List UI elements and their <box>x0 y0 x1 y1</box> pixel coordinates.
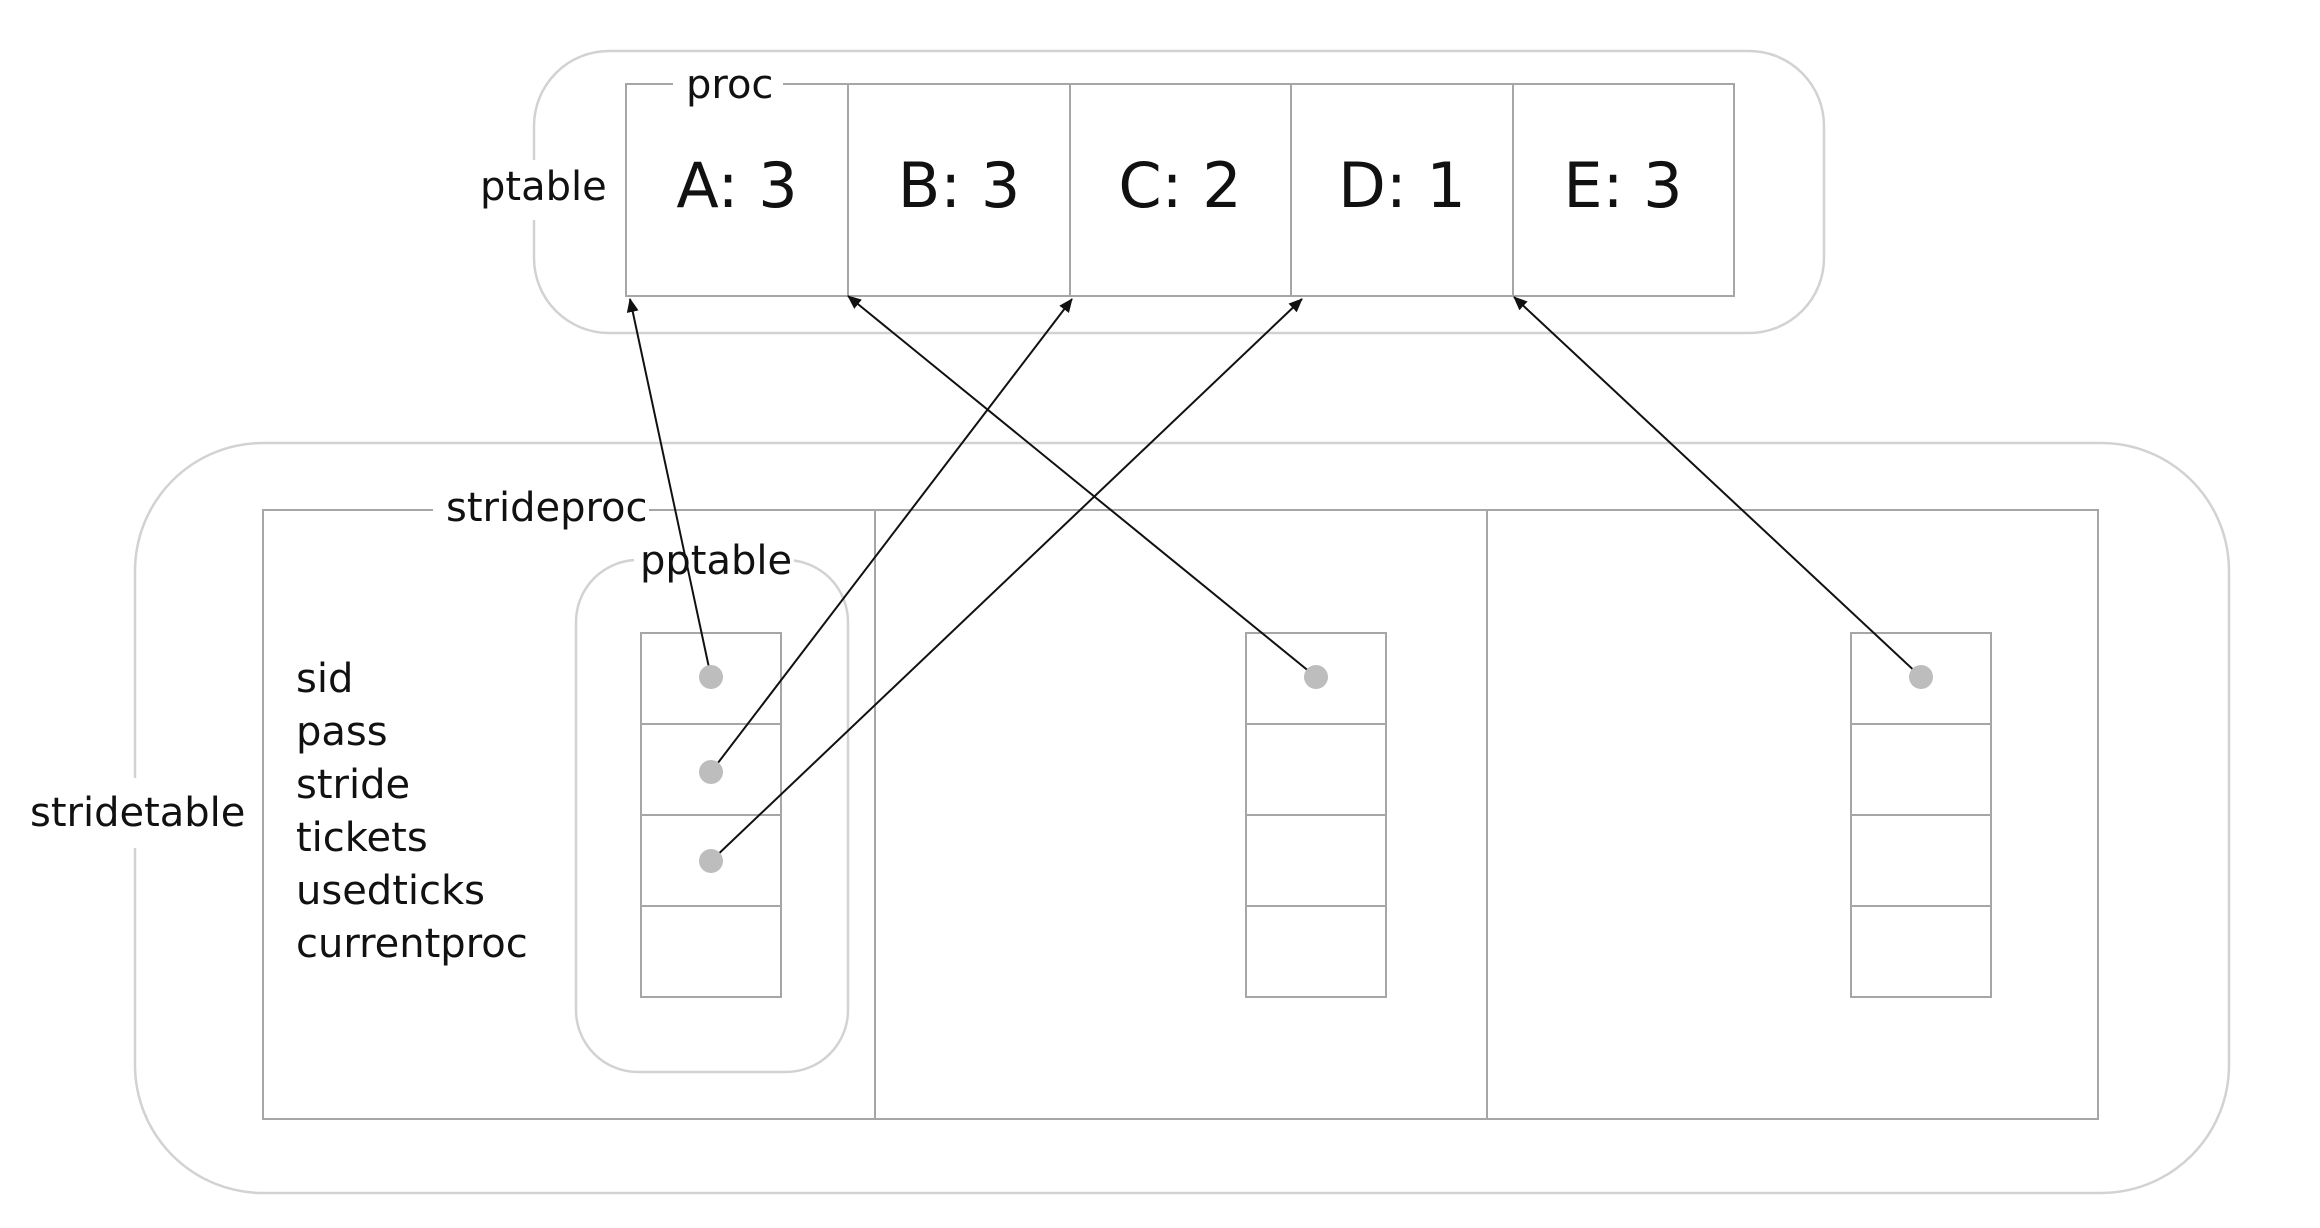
field-usedticks: usedticks <box>296 868 485 914</box>
pointer-dot <box>1909 665 1933 689</box>
pptable-label: pptable <box>640 538 792 584</box>
arrow-to-a <box>626 298 712 678</box>
ptable-container: ptable <box>470 49 1826 335</box>
pointer-dot <box>699 849 723 873</box>
proc-cell-e: E: 3 <box>1563 149 1682 222</box>
arrow-to-d <box>710 298 1303 862</box>
proc-cell-b: B: 3 <box>898 149 1021 222</box>
field-stride: stride <box>296 762 410 808</box>
arrow-to-b <box>847 295 1317 678</box>
pptable-array-3 <box>1850 632 1992 998</box>
proc-array: proc A: 3 B: 3 C: 2 D: 1 E: 3 <box>625 60 1735 297</box>
stridetable-label: stridetable <box>30 790 245 836</box>
pointer-dot <box>699 665 723 689</box>
ptable-label: ptable <box>480 164 607 210</box>
strideproc-array: strideproc <box>262 484 2099 1120</box>
pointer-arrows <box>626 295 1922 862</box>
field-tickets: tickets <box>296 815 428 861</box>
pointer-dots <box>699 665 1933 873</box>
field-currentproc: currentproc <box>296 921 528 967</box>
strideproc-fields: sid pass stride tickets usedticks curren… <box>296 656 528 967</box>
pptable-array-1 <box>640 632 782 998</box>
stridetable-container: stridetable <box>24 441 2231 1195</box>
field-pass: pass <box>296 709 388 755</box>
proc-cell-c: C: 2 <box>1118 149 1241 222</box>
arrow-to-e <box>1513 296 1922 678</box>
strideproc-label: strideproc <box>446 485 648 531</box>
arrow-to-c <box>710 298 1073 773</box>
field-sid: sid <box>296 656 353 702</box>
proc-cell-d: D: 1 <box>1338 149 1466 222</box>
pptable-container: pptable <box>574 536 850 1074</box>
pointer-dot <box>699 760 723 784</box>
proc-cell-a: A: 3 <box>676 149 797 222</box>
pointer-dot <box>1304 665 1328 689</box>
pptable-array-2 <box>1245 632 1387 998</box>
proc-label: proc <box>686 62 773 108</box>
